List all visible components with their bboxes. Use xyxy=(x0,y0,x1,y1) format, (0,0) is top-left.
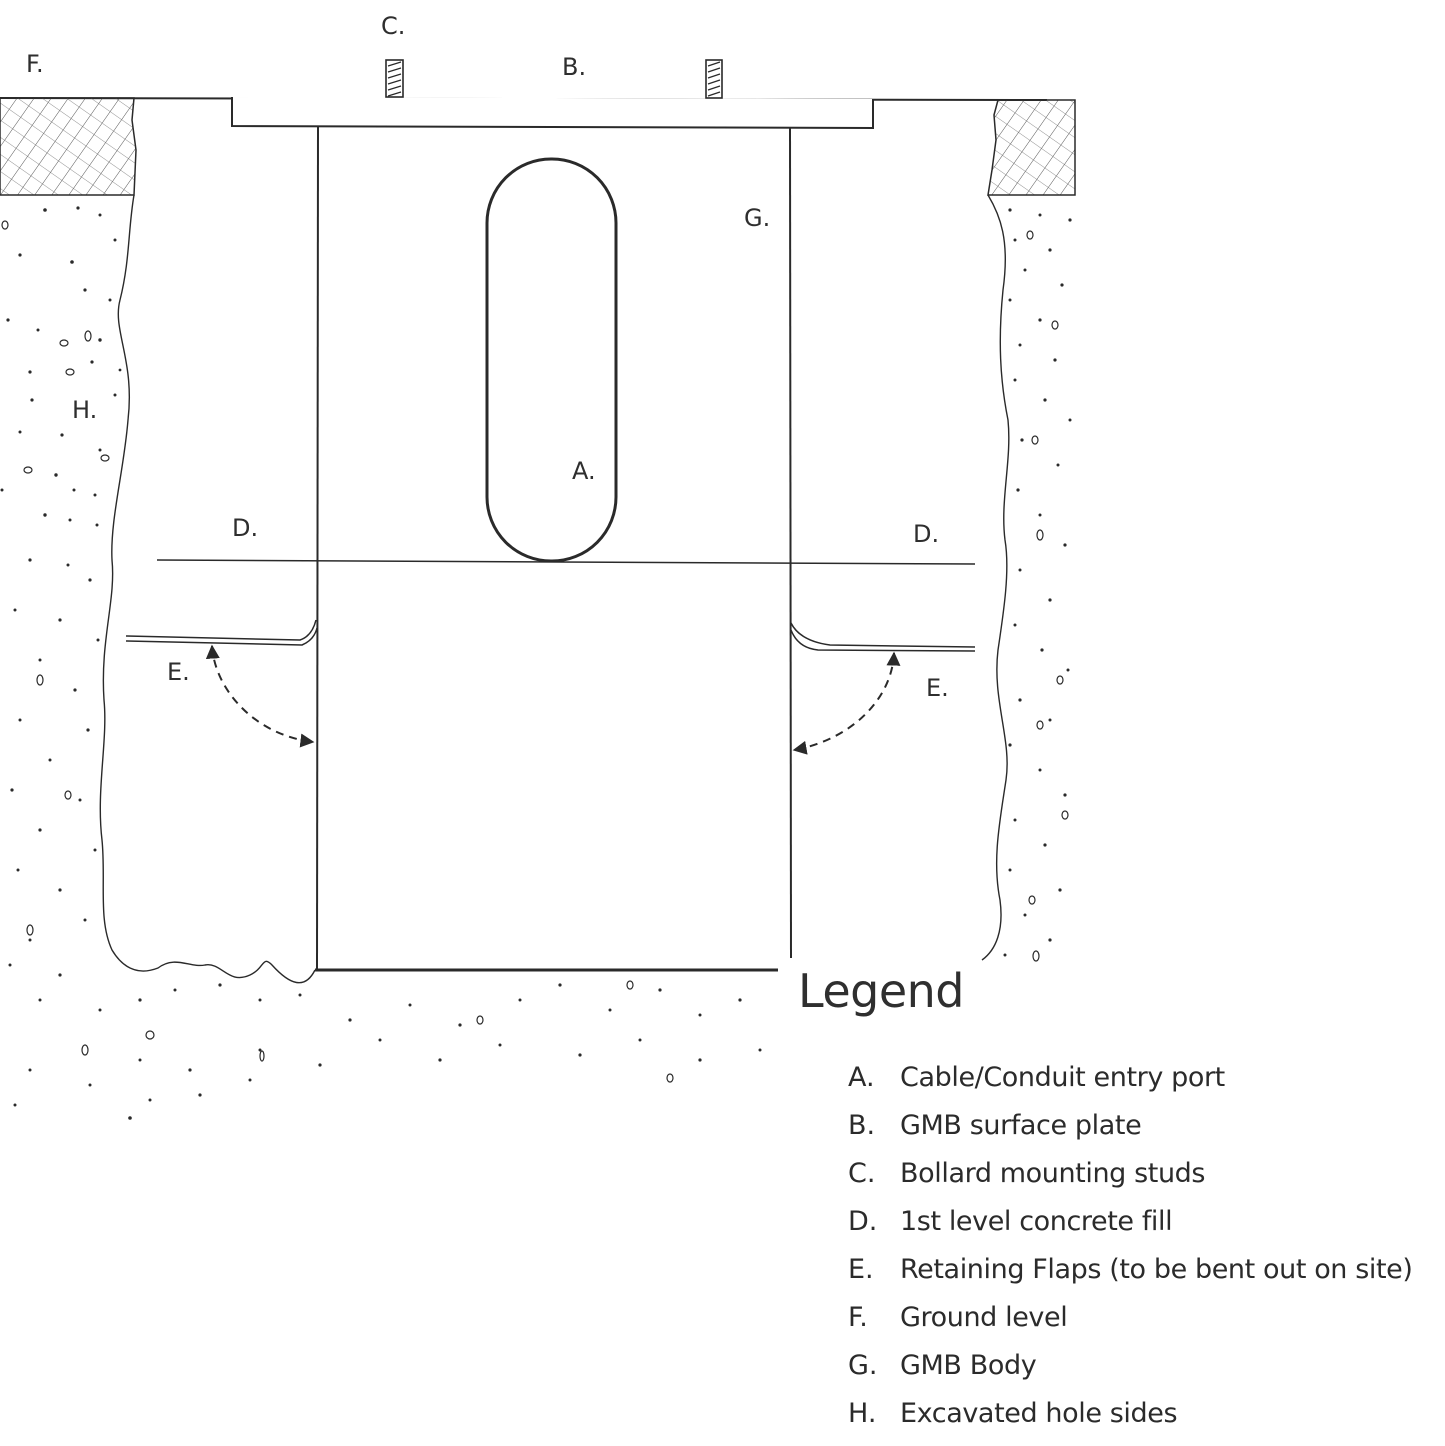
legend-list: A. Cable/Conduit entry port B. GMB surfa… xyxy=(848,1062,1413,1446)
legend-key: F. xyxy=(848,1302,868,1333)
label-a: A. xyxy=(572,457,596,485)
legend-key: D. xyxy=(848,1206,878,1237)
topsoil-left xyxy=(0,97,137,196)
legend-item: A. Cable/Conduit entry port xyxy=(848,1062,1413,1110)
legend-key: H. xyxy=(848,1398,877,1429)
legend-key: E. xyxy=(848,1254,874,1285)
legend-key: A. xyxy=(848,1062,875,1093)
label-d-left: D. xyxy=(232,514,259,542)
bollard-mounting-stud-left xyxy=(385,59,404,98)
legend-text: Excavated hole sides xyxy=(900,1398,1178,1429)
label-f: F. xyxy=(26,50,44,78)
legend-item: F. Ground level xyxy=(848,1302,1413,1350)
flap-bend-arrow-right xyxy=(792,651,901,755)
label-d-right: D. xyxy=(913,520,940,548)
legend-key: C. xyxy=(848,1158,876,1189)
legend-text: Ground level xyxy=(900,1302,1068,1333)
label-h: H. xyxy=(72,396,98,424)
retaining-flap-left xyxy=(125,619,318,646)
legend-item: D. 1st level concrete fill xyxy=(848,1206,1413,1254)
label-e-left: E. xyxy=(167,658,190,686)
legend-title: Legend xyxy=(798,964,964,1018)
legend-text: GMB surface plate xyxy=(900,1110,1142,1141)
label-b: B. xyxy=(562,53,587,81)
legend-item: E. Retaining Flaps (to be bent out on si… xyxy=(848,1254,1413,1302)
topsoil-right xyxy=(987,99,1076,196)
concrete-fill-level-line xyxy=(156,559,976,565)
retaining-flap-right xyxy=(790,622,976,652)
excavated-hole-outline xyxy=(99,194,1010,984)
label-g: G. xyxy=(744,204,771,232)
legend-item: B. GMB surface plate xyxy=(848,1110,1413,1158)
bollard-mounting-stud-right xyxy=(705,59,723,99)
gmb-surface-plate xyxy=(231,97,874,130)
label-c: C. xyxy=(381,12,406,40)
legend-key: B. xyxy=(848,1110,876,1141)
legend-item: H. Excavated hole sides xyxy=(848,1398,1413,1446)
legend-key: G. xyxy=(848,1350,878,1381)
legend-text: Bollard mounting studs xyxy=(900,1158,1206,1189)
gmb-body xyxy=(315,126,792,972)
label-e-right: E. xyxy=(926,674,949,702)
soil-pebbles xyxy=(1,220,1069,1083)
legend-item: C. Bollard mounting studs xyxy=(848,1158,1413,1206)
soil-speckles xyxy=(0,206,1072,1120)
legend-text: GMB Body xyxy=(900,1350,1037,1381)
legend-item: G. GMB Body xyxy=(848,1350,1413,1398)
flap-bend-arrow-left xyxy=(205,644,315,748)
legend-text: 1st level concrete fill xyxy=(900,1206,1173,1237)
cable-conduit-entry-port xyxy=(485,157,618,563)
legend-text: Cable/Conduit entry port xyxy=(900,1062,1225,1093)
legend-text: Retaining Flaps (to be bent out on site) xyxy=(900,1254,1413,1285)
